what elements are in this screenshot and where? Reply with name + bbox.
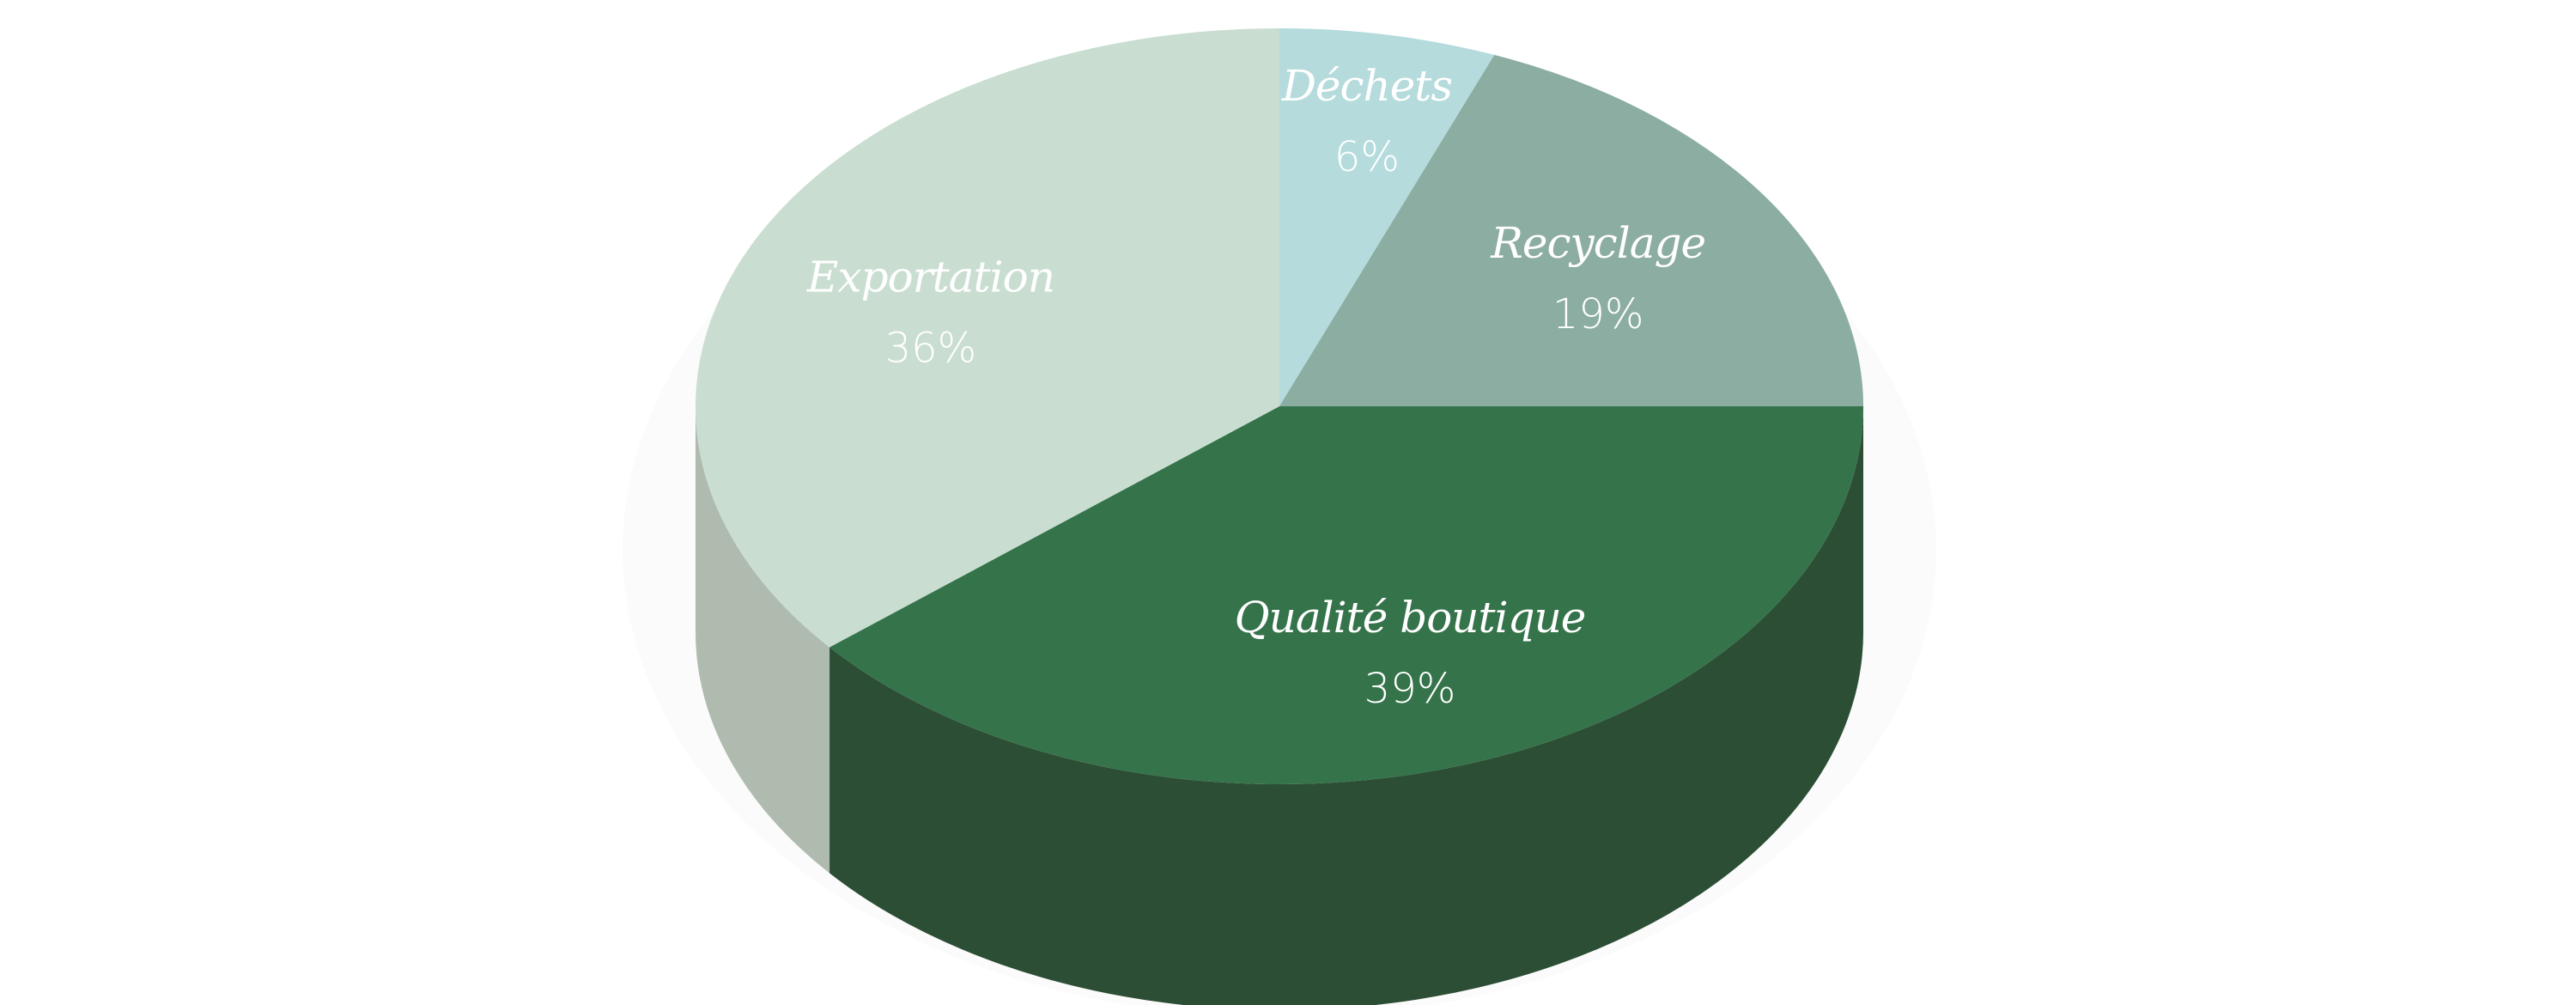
- slice-value: 39%: [1364, 665, 1456, 713]
- pie-tops: [695, 28, 1863, 785]
- pie-slice-qualite-boutique: [829, 406, 1863, 785]
- slice-label-recyclage: Recyclage 19%: [1490, 218, 1706, 338]
- pie-slice-dechets: [1279, 28, 1495, 406]
- pie-labels: Déchets 6% Recyclage 19% Qualité boutique 39%…: [806, 61, 1706, 713]
- pie-slice-recyclage: [1279, 54, 1863, 407]
- pie-slice-exportation: [695, 28, 1279, 648]
- slice-name: Qualité boutique: [1235, 593, 1586, 643]
- slice-value: 36%: [885, 324, 977, 372]
- slice-value: 19%: [1552, 290, 1644, 338]
- slice-name: Exportation: [806, 252, 1054, 302]
- slice-label-exportation: Exportation 36%: [806, 252, 1055, 372]
- slice-value: 6%: [1334, 133, 1400, 181]
- slice-name: Déchets: [1281, 61, 1452, 111]
- slice-name: Recyclage: [1490, 218, 1705, 268]
- pie-sides: [696, 406, 1863, 1005]
- slice-label-qualite-boutique: Qualité boutique 39%: [1235, 593, 1587, 713]
- pie-side-exportation: [696, 406, 830, 874]
- pie-side-qualite-boutique: [829, 406, 1863, 1005]
- slice-label-dechets: Déchets 6%: [1281, 61, 1453, 181]
